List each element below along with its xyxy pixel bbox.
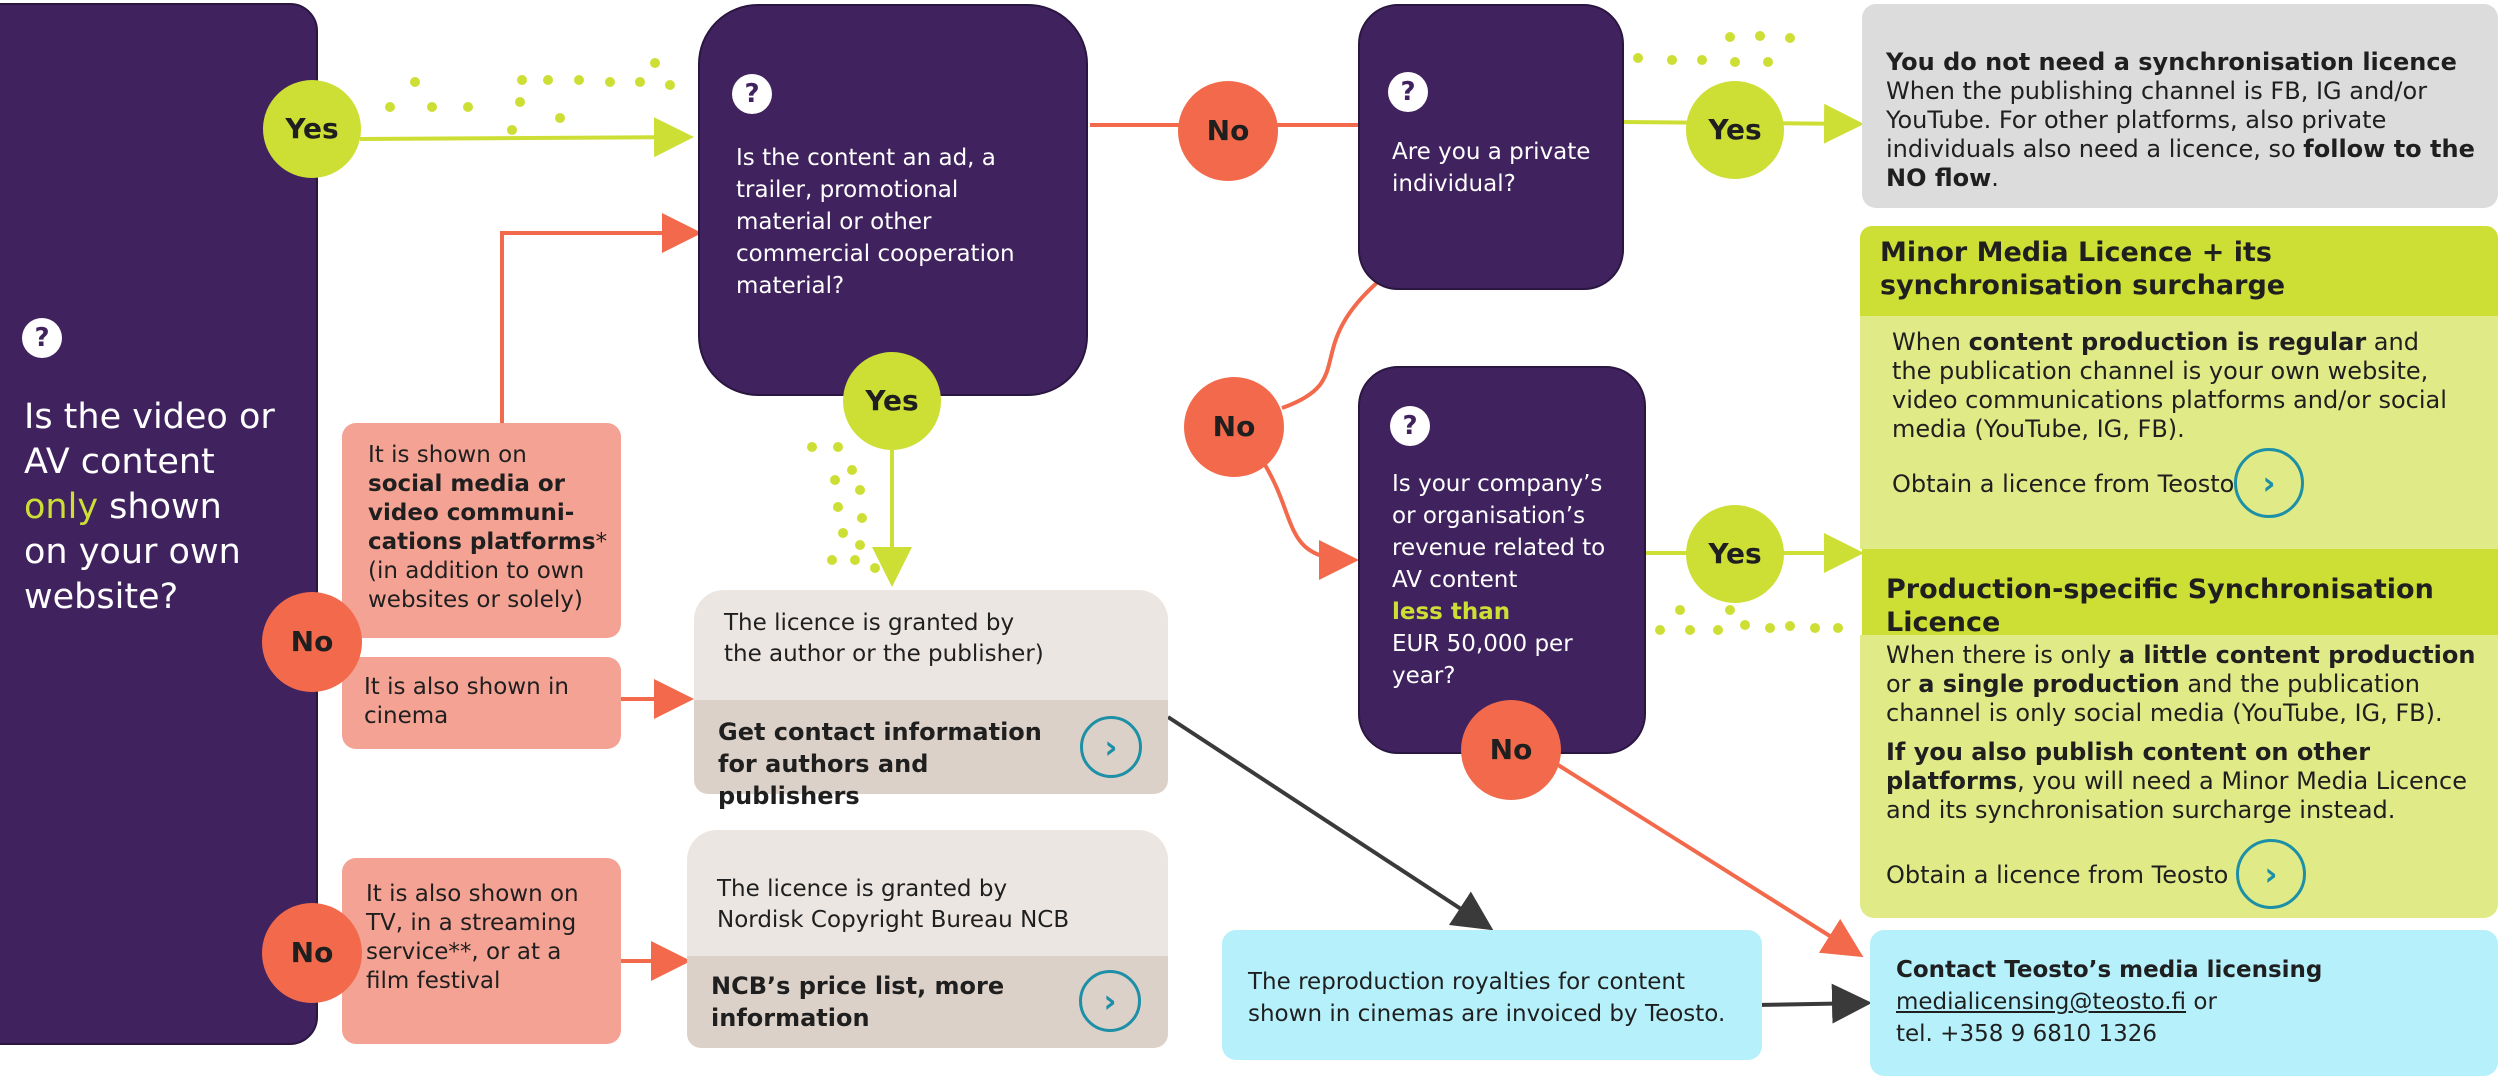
ncb-box-text: The licence is granted by Nordisk Copyri… <box>717 876 1070 933</box>
question-1-text: Is the video or AV content only shown on… <box>24 395 275 620</box>
production-p1: When there is only a little content prod… <box>1886 641 2476 728</box>
no-badge: No <box>1461 700 1561 800</box>
tv-condition: It is also shown on TV, in a streaming s… <box>342 858 621 1044</box>
q4-line2: EUR 50,000 per year? <box>1392 631 1573 689</box>
minor-p-pre: When <box>1892 328 1961 356</box>
chevron-right-icon[interactable]: › <box>1080 716 1142 778</box>
author-contact-link-text: Get contact information for authors and … <box>718 718 1042 810</box>
decorative-dots <box>385 31 1843 635</box>
production-licence-header: Production-specific Synchronisation Lice… <box>1862 549 2498 638</box>
yes-badge: Yes <box>263 80 361 178</box>
q1-after-only: shown <box>98 487 222 527</box>
social-prefix: It is shown on <box>368 442 527 468</box>
author-box-text: The licence is granted by the author or … <box>724 610 1044 667</box>
no-licence-title: You do not need a synchronisation licenc… <box>1886 48 2457 76</box>
production-p2-post: , you will need a Minor Media Licence an… <box>1886 767 2467 824</box>
question-mark-icon: ? <box>22 318 62 358</box>
question-mark-icon: ? <box>1390 406 1430 446</box>
question-2-panel: ? Is the content an ad, a trailer, promo… <box>698 4 1088 396</box>
minor-media-licence-body: When content production is regular and t… <box>1860 316 2498 549</box>
q1-line4: on your own <box>24 532 241 572</box>
q4-highlight: less than <box>1392 599 1511 625</box>
question-4-panel: ? Is your company’s or organisation’s re… <box>1358 366 1646 754</box>
contact-or: or <box>2193 989 2217 1015</box>
production-link-text: Obtain a licence from Teosto <box>1886 861 2229 889</box>
minor-obtain-licence-link[interactable]: Obtain a licence from Teosto <box>1892 470 2234 499</box>
yes-badge: Yes <box>1686 505 1784 603</box>
chevron-right-icon[interactable]: › <box>2234 448 2304 518</box>
minor-p-post: and the publication channel is your own … <box>1892 328 2447 443</box>
cinema-condition: It is also shown in cinema <box>342 657 621 749</box>
contact-title: Contact Teosto’s media licensing <box>1896 957 2323 983</box>
no-licence-follow-no: follow to the NO flow <box>1886 135 2475 192</box>
author-contact-link[interactable]: Get contact information for authors and … <box>694 700 1168 810</box>
minor-media-licence-header: Minor Media Licence + its synchronisatio… <box>1860 226 2498 316</box>
social-suffix: (in addition to own websites or solely) <box>368 558 585 613</box>
no-licence-needed-box: You do not need a synchronisation licenc… <box>1862 4 2498 208</box>
no-badge: No <box>1184 377 1284 477</box>
q1-line1: Is the video or <box>24 397 275 437</box>
no-licence-end: . <box>1991 164 1999 192</box>
social-asterisk: * <box>595 529 608 555</box>
minor-title: Minor Media Licence + its synchronisatio… <box>1880 237 2286 301</box>
no-licence-body: When the publishing channel is FB, IG an… <box>1886 77 2428 163</box>
no-badge: No <box>262 903 362 1003</box>
yes-badge: Yes <box>1686 81 1784 179</box>
production-p2: If you also publish content on other pla… <box>1886 738 2476 825</box>
minor-p-bold: content production is regular <box>1968 328 2367 356</box>
production-title: Production-specific Synchronisation Lice… <box>1886 574 2434 638</box>
royalties-text: The reproduction royalties for content s… <box>1248 969 1726 1027</box>
question-1-panel: ? Is the video or AV content only shown … <box>0 3 318 1045</box>
ncb-box: The licence is granted by Nordisk Copyri… <box>687 830 1168 956</box>
production-p2-bold: If you also publish content on other pla… <box>1886 738 2371 795</box>
minor-description: When content production is regular and t… <box>1892 328 2452 444</box>
no-badge: No <box>262 592 362 692</box>
production-p1-post: and the publication channel is only soci… <box>1886 670 2443 727</box>
production-p1-bold1: a little content production <box>2118 641 2476 669</box>
q1-line2: AV content <box>24 442 215 482</box>
q1-line5: website? <box>24 577 179 617</box>
contact-phone: tel. +358 9 6810 1326 <box>1896 1021 2157 1047</box>
no-badge: No <box>1178 81 1278 181</box>
production-p1-mid: or <box>1886 670 1911 698</box>
no-licence-text: When the publishing channel is FB, IG an… <box>1886 77 2478 193</box>
author-publisher-box: The licence is granted by the author or … <box>694 590 1168 700</box>
question-2-text: Is the content an ad, a trailer, promoti… <box>736 145 1015 299</box>
production-licence-body: When there is only a little content prod… <box>1860 635 2498 918</box>
q1-only-highlight: only <box>24 487 99 527</box>
chevron-right-icon[interactable]: › <box>1079 970 1141 1032</box>
chevron-right-icon[interactable]: › <box>2236 839 2306 909</box>
production-obtain-licence-link[interactable]: Obtain a licence from Teosto <box>1886 861 2228 890</box>
yes-badge: Yes <box>843 352 941 450</box>
question-3-panel: ? Are you a private individual? <box>1358 4 1624 290</box>
minor-link-text: Obtain a licence from Teosto <box>1892 470 2235 498</box>
production-p1-bold2: a single production <box>1918 670 2180 698</box>
question-4-text: Is your company’s or organisation’s reve… <box>1392 468 1622 692</box>
royalties-info-box: The reproduction royalties for content s… <box>1222 930 1762 1060</box>
q4-line1: Is your company’s or organisation’s reve… <box>1392 471 1606 593</box>
question-mark-icon: ? <box>1388 72 1428 112</box>
teosto-contact-box: Contact Teosto’s media licensing mediali… <box>1870 930 2498 1076</box>
ncb-price-list-link[interactable]: NCB’s price list, more information › <box>687 956 1168 1048</box>
social-bold: social media or video communi-cations pl… <box>368 471 596 555</box>
production-p1-pre: When there is only <box>1886 641 2112 669</box>
ncb-link-text: NCB’s price list, more information <box>711 972 1005 1032</box>
question-mark-icon: ? <box>732 74 772 114</box>
question-3-text: Are you a private individual? <box>1392 139 1591 197</box>
social-media-condition: It is shown on social media or video com… <box>342 423 621 638</box>
contact-email-link[interactable]: medialicensing@teosto.fi <box>1896 989 2187 1015</box>
